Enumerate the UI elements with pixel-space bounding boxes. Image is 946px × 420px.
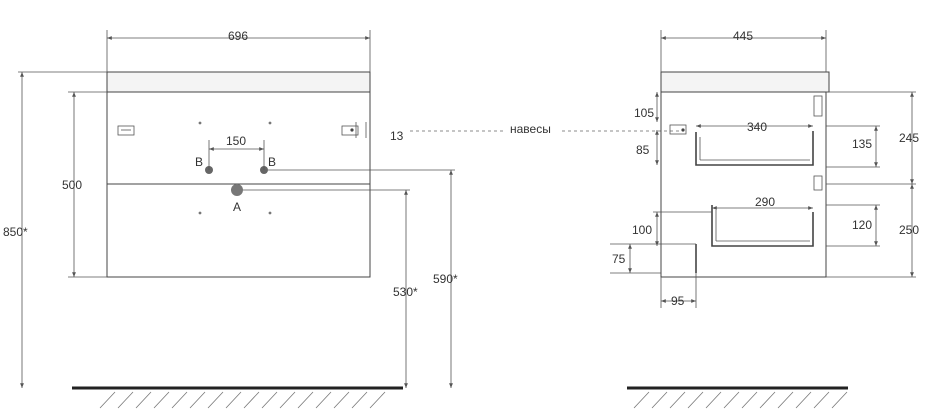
hinges-label: навесы (510, 122, 551, 136)
dim-135: 135 (852, 137, 872, 151)
dim-85: 85 (636, 143, 650, 157)
dim-depth: 445 (733, 29, 753, 43)
dim-cabinet-height: 500 (62, 178, 82, 192)
dim-340: 340 (747, 120, 767, 134)
hinge-right-icon (341, 125, 359, 136)
dim-width: 696 (228, 29, 248, 43)
side-view: 445 105 340 85 135 245 290 120 250 (610, 29, 919, 409)
mount-point (198, 121, 202, 125)
dim-inlet-height: 590* (433, 272, 458, 286)
dim-105: 105 (634, 106, 654, 120)
drain-label: A (233, 200, 241, 214)
side-cabinet (660, 91, 827, 278)
wall-bracket-bottom (813, 175, 823, 191)
side-floor-hatch (633, 391, 848, 409)
side-countertop (660, 71, 830, 93)
dim-290: 290 (755, 195, 775, 209)
dim-total-height: 850* (3, 225, 28, 239)
hinge-left-icon (117, 125, 135, 136)
mount-point (198, 211, 202, 215)
front-floor-hatch (99, 391, 386, 409)
wall-bracket-top (813, 95, 823, 117)
upper-drawer (695, 131, 814, 166)
dim-245: 245 (899, 131, 919, 145)
dim-hinge-offset: 13 (390, 129, 404, 143)
drain-hole (231, 184, 243, 196)
front-countertop (106, 71, 371, 93)
dim-hole-spacing: 150 (226, 134, 246, 148)
mount-point (268, 121, 272, 125)
hole-b-right-label: B (268, 155, 276, 169)
front-view: B B 150 A 696 850* 500 13 530* (3, 29, 458, 409)
mount-point (268, 211, 272, 215)
hole-b-left-label: B (195, 155, 203, 169)
dim-120: 120 (852, 218, 872, 232)
dim-95: 95 (671, 294, 685, 308)
dim-drain-height: 530* (393, 285, 418, 299)
lower-drawer (711, 205, 814, 247)
dim-75: 75 (612, 252, 626, 266)
side-hinge-icon (669, 124, 687, 135)
dim-100: 100 (632, 223, 652, 237)
dim-250: 250 (899, 223, 919, 237)
